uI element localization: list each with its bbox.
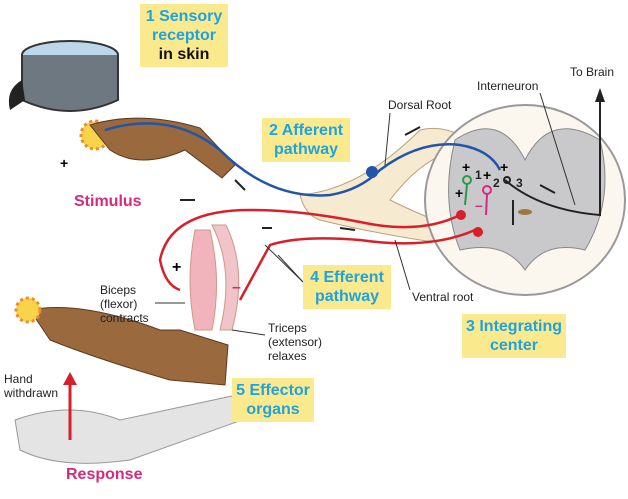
synapse-number-2: 2 bbox=[493, 176, 500, 190]
step-2-line1: 2 Afferent bbox=[268, 122, 344, 139]
step-1-sensory-receptor: 1 Sensory receptor in skin bbox=[140, 4, 228, 67]
step-3-line2: center bbox=[489, 337, 539, 354]
biceps-muscle bbox=[189, 229, 218, 331]
step-5-effector-organs: 5 Effector organs bbox=[232, 378, 314, 422]
ventral-root-label: Ventral root bbox=[412, 290, 474, 304]
step-2-afferent-pathway: 2 Afferent pathway bbox=[262, 118, 350, 162]
leader-lines bbox=[155, 92, 576, 336]
stimulus-label: Stimulus bbox=[74, 193, 142, 210]
svg-text:+: + bbox=[172, 259, 181, 276]
svg-text:+: + bbox=[483, 167, 491, 183]
svg-text:–: – bbox=[475, 197, 483, 213]
response-flash bbox=[14, 296, 42, 324]
biceps-label: Biceps (flexor) contracts bbox=[100, 283, 149, 325]
step-4-efferent-pathway: 4 Efferent pathway bbox=[303, 265, 391, 309]
hand-withdrawn-label: Hand withdrawn bbox=[4, 372, 58, 400]
triceps-line1: Triceps bbox=[268, 321, 307, 335]
step-5-line1: 5 Effector bbox=[236, 382, 310, 399]
svg-text:+: + bbox=[500, 159, 508, 175]
step-2-line2: pathway bbox=[273, 141, 338, 158]
svg-text:+: + bbox=[462, 159, 470, 175]
response-label: Response bbox=[66, 466, 143, 483]
flow-arrows bbox=[180, 126, 556, 231]
step-4-line1: 4 Efferent bbox=[310, 269, 384, 286]
step-3-line1: 3 Integrating bbox=[466, 318, 563, 335]
step-1-line3: in skin bbox=[158, 46, 210, 63]
triceps-line3: relaxes bbox=[268, 349, 307, 363]
biceps-line1: Biceps bbox=[100, 283, 137, 297]
withdrawn-arm bbox=[29, 307, 229, 386]
to-brain-label: To Brain bbox=[570, 65, 615, 79]
step-4-line2: pathway bbox=[314, 288, 379, 305]
svg-text:–: – bbox=[232, 279, 241, 296]
synapse-number-1: 1 bbox=[475, 168, 482, 182]
efferent-neuron-flexor bbox=[158, 208, 461, 292]
step-1-line2: receptor bbox=[151, 27, 217, 44]
hand-withdrawn-line1: Hand bbox=[4, 372, 33, 386]
afferent-neuron bbox=[104, 122, 502, 197]
svg-text:+: + bbox=[455, 185, 463, 201]
triceps-line2: (extensor) bbox=[268, 335, 323, 349]
step-5-line2: organs bbox=[246, 401, 300, 418]
nerve-sheath bbox=[299, 127, 461, 246]
hot-pot bbox=[8, 40, 119, 112]
step-3-integrating-center: 3 Integrating center bbox=[462, 314, 566, 358]
synapse-signs: + + + + – + – + bbox=[60, 155, 508, 296]
interneuron-path bbox=[504, 100, 601, 217]
step-1-line1: 1 Sensory bbox=[145, 8, 223, 25]
stimulus-hand bbox=[89, 117, 236, 179]
spinal-cord bbox=[424, 104, 626, 296]
triceps-label: Triceps (extensor) relaxes bbox=[268, 321, 322, 363]
dorsal-root-label: Dorsal Root bbox=[388, 98, 452, 112]
biceps-line2: (flexor) bbox=[100, 297, 138, 311]
svg-text:+: + bbox=[60, 155, 68, 171]
biceps-line3: contracts bbox=[100, 311, 149, 325]
interneuron-label: Interneuron bbox=[477, 79, 539, 93]
efferent-neuron-extensor bbox=[238, 228, 476, 301]
synapse-number-3: 3 bbox=[516, 176, 523, 190]
hand-withdrawn-line2: withdrawn bbox=[4, 386, 59, 400]
